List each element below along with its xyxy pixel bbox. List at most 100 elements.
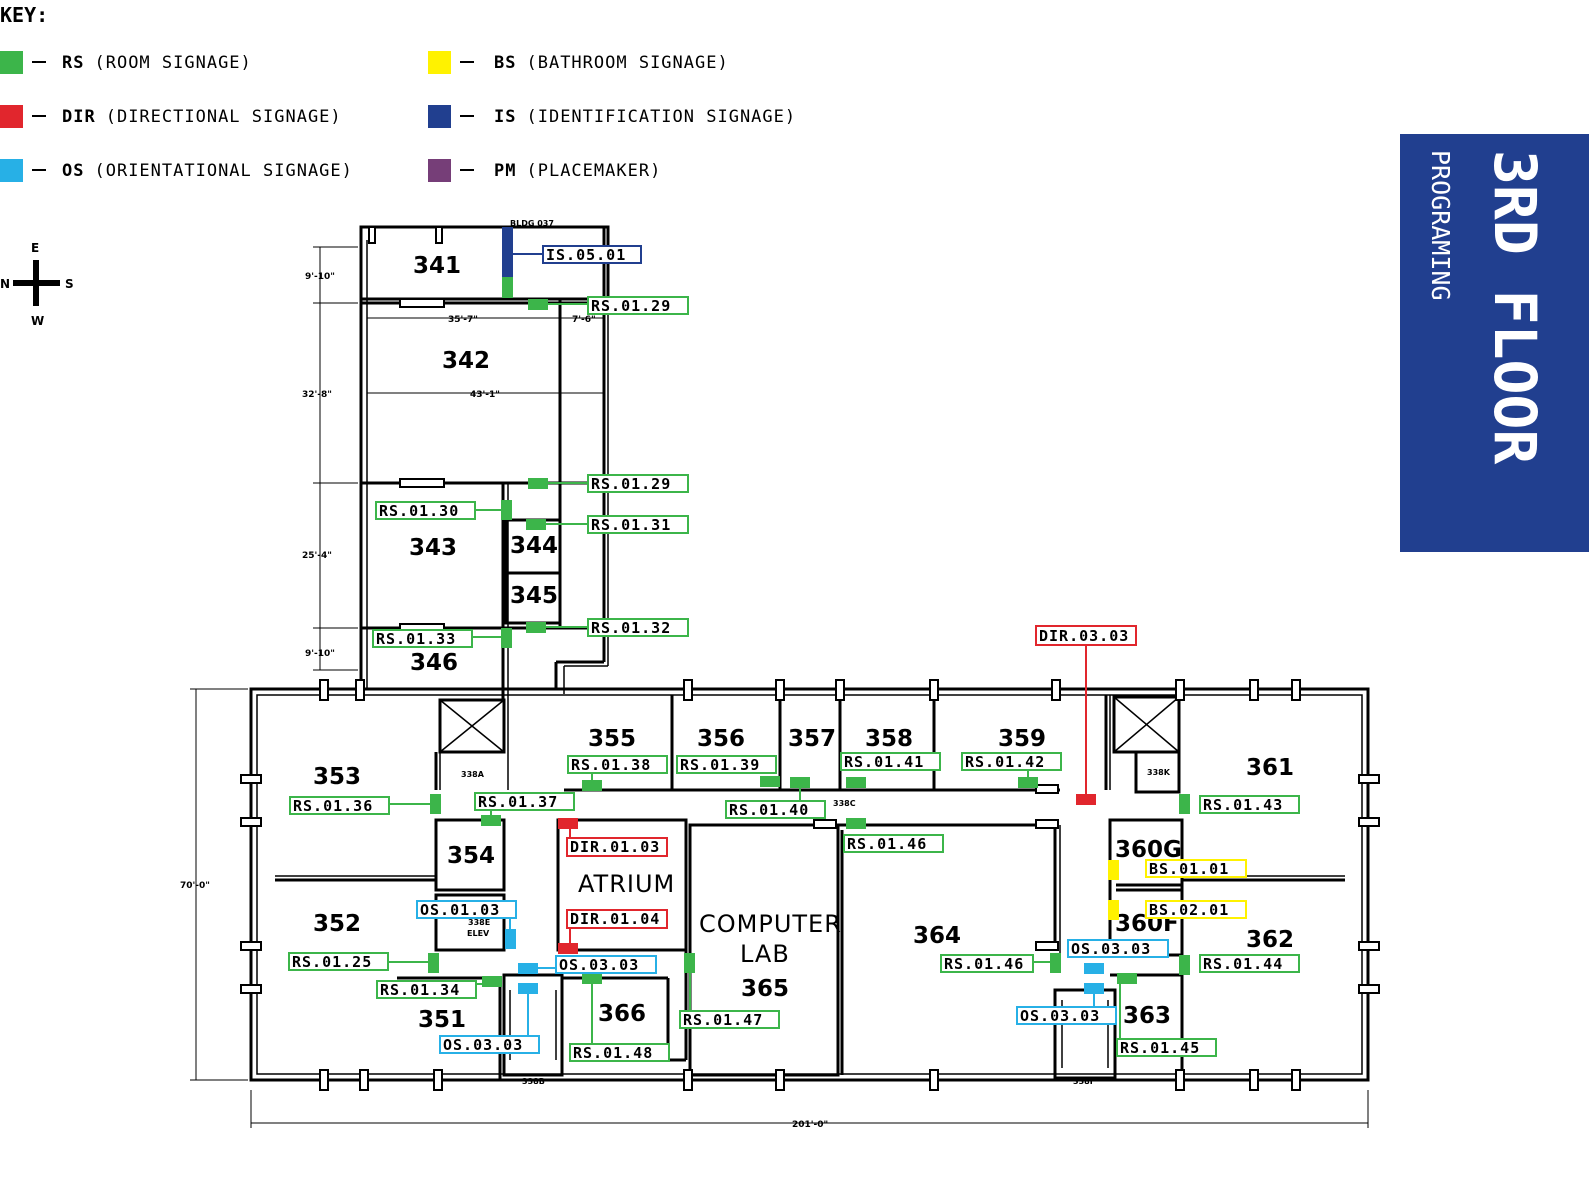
small-labels: BLDG 037 338A 338E ELEV 338B 338C 338K 3… [461,219,1171,1086]
small-label-338c: 338C [833,799,856,808]
sign-label: RS.01.43 [1199,795,1300,814]
sign-label: RS.01.47 [679,1010,780,1029]
svg-text:RS.01.32: RS.01.32 [591,619,671,637]
sign-label: OS.03.03 [555,955,657,974]
sign-label: RS.01.37 [474,792,575,811]
sign-marker-bs [1108,900,1119,920]
svg-text:RS.01.38: RS.01.38 [571,756,651,774]
floor-subtitle: PROGRAMING [1426,150,1455,301]
key-swatch-is [428,105,451,128]
sign-marker-dir [1076,794,1096,805]
svg-text:RS(ROOM SIGNAGE): RS(ROOM SIGNAGE) [62,53,252,73]
sign-label: RS.01.36 [289,796,390,815]
svg-text:RS.01.46: RS.01.46 [847,835,927,853]
small-label-338b: 338B [522,1077,545,1086]
floor-title: 3RD FLOOR [1481,150,1549,465]
sign-marker-rs [1117,973,1137,984]
svg-text:OS.03.03: OS.03.03 [443,1036,523,1054]
key-title: KEY: [0,3,48,27]
key-label-os: (ORIENTATIONAL SIGNAGE) [94,161,352,181]
dim-label: 35'-7" [448,315,478,325]
sign-marker-is [502,227,513,277]
svg-text:OS.03.03: OS.03.03 [559,956,639,974]
sign-marker-rs [528,299,548,310]
key-swatch-rs [0,51,23,74]
dim-label: 201'-0" [792,1120,828,1130]
svg-text:BS.02.01: BS.02.01 [1149,901,1229,919]
small-label-338k: 338K [1147,768,1171,777]
svg-text:RS.01.46: RS.01.46 [944,955,1024,973]
sign-label: RS.01.29 [587,296,689,315]
sign-label: IS.05.01 [542,245,642,264]
room-364: 364 [913,923,961,949]
sign-marker-rs [846,777,866,788]
svg-text:RS.01.47: RS.01.47 [683,1011,763,1029]
svg-text:RS.01.29: RS.01.29 [591,297,671,315]
svg-text:BS.01.01: BS.01.01 [1149,860,1229,878]
dimension-labels: 9'-10" 35'-7" 7'-6" 32'-8" 43'-1" 25'-4"… [180,272,828,1130]
sign-label: OS.03.03 [439,1035,540,1054]
svg-text:IS(IDENTIFICATION SIGNAGE): IS(IDENTIFICATION SIGNAGE) [494,107,796,127]
svg-text:RS.01.31: RS.01.31 [591,516,671,534]
svg-text:OS.03.03: OS.03.03 [1020,1007,1100,1025]
sign-marker-rs [482,976,502,987]
svg-text:BS(BATHROOM SIGNAGE): BS(BATHROOM SIGNAGE) [494,53,729,73]
key-code-is: IS [494,107,516,127]
sign-label: RS.01.33 [372,629,473,648]
key-legend: KEY: RS(ROOM SIGNAGE) DIR(DIRECTIONAL SI… [0,3,796,182]
room-359: 359 [998,726,1046,752]
key-item-rs: RS(ROOM SIGNAGE) [0,51,252,74]
key-swatch-os [0,159,23,182]
svg-text:RS.01.25: RS.01.25 [292,953,372,971]
svg-text:RS.01.30: RS.01.30 [379,502,459,520]
room-351: 351 [418,1007,466,1033]
sign-label: RS.01.39 [676,755,777,774]
sign-label: OS.03.03 [1067,939,1169,958]
sign-marker-rs [790,777,810,788]
sign-marker-rs [582,973,602,984]
svg-text:OS(ORIENTATIONAL SIGNAGE): OS (ORIENTATIONAL SIGNAGE) [62,161,353,181]
compass-south: S [65,277,74,291]
room-358: 358 [865,726,913,752]
compass-east: E [31,241,39,255]
sign-marker-os [518,983,538,994]
key-label-pm: (PLACEMAKER) [526,161,661,181]
room-lab: LAB [740,940,790,968]
sign-label: DIR.01.04 [566,909,668,929]
svg-text:RS.01.45: RS.01.45 [1120,1039,1200,1057]
sign-marker-rs [428,953,439,973]
svg-text:IS.05.01: IS.05.01 [546,246,626,264]
sign-marker-rs [1179,794,1190,814]
svg-text:RS.01.37: RS.01.37 [478,793,558,811]
small-label-elev: ELEV [467,929,490,938]
sign-label: RS.01.42 [961,752,1062,771]
sign-marker-bs [1108,860,1119,880]
sign-label: RS.01.31 [587,515,689,534]
svg-text:OS.03.03: OS.03.03 [1071,940,1151,958]
svg-text:RS.01.34: RS.01.34 [380,981,460,999]
sign-label: OS.01.03 [416,900,517,919]
sign-marker-rs [501,628,512,648]
room-361: 361 [1246,755,1294,781]
small-label-338e: 338E [468,918,490,927]
room-353: 353 [313,764,361,790]
sign-label: RS.01.40 [725,800,826,819]
sign-label: OS.03.03 [1016,1006,1117,1025]
room-362: 362 [1246,927,1294,953]
key-label-dir: (DIRECTIONAL SIGNAGE) [106,107,342,127]
key-swatch-dir [0,105,23,128]
floor-banner [1400,134,1589,552]
sign-label: RS.01.30 [375,501,476,520]
room-360g: 360G [1115,837,1182,863]
svg-text:RS.01.42: RS.01.42 [965,753,1045,771]
room-342: 342 [442,348,490,374]
sign-marker-os [518,963,538,974]
dim-label: 7'-6" [572,315,596,325]
svg-text:RS.01.41: RS.01.41 [844,753,924,771]
room-356: 356 [697,726,745,752]
dim-label: 32'-8" [302,390,332,400]
sign-marker-rs [502,277,513,298]
compass: E N S W [0,241,74,328]
sign-label: RS.01.25 [288,952,389,971]
key-code-os: OS [62,161,84,181]
